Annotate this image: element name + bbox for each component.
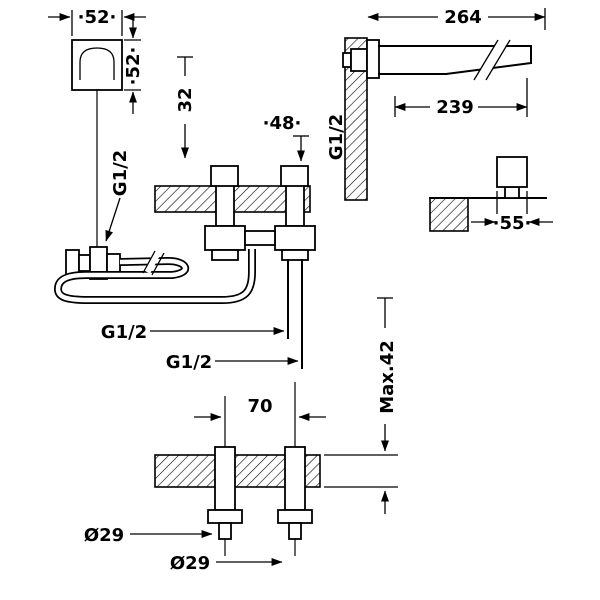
right-lower-stem (288, 522, 302, 540)
handle-square-side (496, 156, 528, 188)
left-inlet-thread-label: G1/2 (101, 322, 147, 343)
in-wall-body (350, 48, 368, 72)
left-valve-body (204, 225, 246, 251)
dim-spout-connection: G1/2 (105, 150, 131, 242)
dim-hole-diameter-left: Ø29 (84, 525, 213, 546)
deck-corner-hatch (429, 197, 469, 232)
spout-side-view: 264 239 G1/2 (326, 7, 546, 201)
spout-break-marks (473, 39, 511, 81)
dim-hole-diameter-left-label: Ø29 (84, 525, 124, 546)
dim-spout-projection: 239 (394, 78, 528, 118)
dim-handle-side-width-label: ·55· (493, 213, 532, 234)
left-mounting-stem (214, 446, 236, 511)
dim-spout-height-label: ·52· (123, 47, 144, 86)
dim-handle-side-width: ·55· (471, 191, 553, 234)
right-mounting-nut (277, 509, 313, 524)
hose-break-gap (143, 248, 163, 274)
spout-front-view: ·52· ·52· G1/2 (48, 7, 256, 304)
dim-hole-diameter-right-label: Ø29 (170, 553, 210, 574)
left-valve-stem (215, 183, 235, 227)
dim-handle-height: 32 (173, 56, 196, 159)
dim-hole-spacing-label: 70 (247, 396, 272, 417)
handle-side-view: ·55· (429, 156, 553, 234)
dim-hole-diameter-right: Ø29 (170, 553, 283, 574)
right-valve-stem (285, 183, 305, 227)
dim-spout-width: ·52· (48, 7, 146, 36)
left-valve-base (211, 249, 239, 261)
dim-left-inlet-thread: G1/2 (101, 322, 285, 343)
right-handle (280, 165, 309, 187)
right-mounting-stem (284, 446, 306, 511)
dim-spout-width-label: ·52· (78, 7, 117, 28)
wall-section-hatch (344, 37, 368, 201)
dim-max-deck-thickness: Max.42 (324, 297, 398, 514)
dim-spout-total-length-label: 264 (444, 7, 482, 28)
right-inlet-thread-label: G1/2 (166, 352, 212, 373)
hose-break-marks (142, 250, 165, 276)
dim-handle-width-label: ·48· (263, 113, 302, 134)
spout-aperture-curve (79, 47, 115, 80)
in-wall-stub (342, 52, 352, 68)
dim-spout-projection-label: 239 (436, 97, 474, 118)
mixer-front-view: 32 ·48· G1/2 G1/2 (101, 56, 316, 373)
left-mounting-nut (207, 509, 243, 524)
wall-connection-thread-label: G1/2 (326, 114, 347, 160)
dim-spout-height: ·52· (123, 16, 144, 114)
left-lower-stem (218, 522, 232, 540)
handle-stem-side (504, 186, 520, 199)
left-handle (210, 165, 239, 187)
spout-connection-label: G1/2 (110, 150, 131, 196)
dim-handle-width: ·48· (263, 113, 309, 162)
flexible-hose (53, 248, 256, 304)
dim-handle-height-label: 32 (175, 87, 196, 112)
right-valve-base (281, 249, 309, 261)
dim-max-deck-thickness-label: Max.42 (377, 340, 398, 414)
spout-body (378, 37, 533, 83)
deck-section-view: 70 Max.42 Ø29 Ø29 (84, 297, 398, 574)
right-valve-body (274, 225, 316, 251)
dim-right-inlet-thread: G1/2 (166, 352, 299, 373)
spout-flange (366, 39, 380, 79)
dim-spout-total-length: 264 (367, 7, 546, 30)
manifold (244, 230, 276, 246)
dim-hole-spacing: 70 (194, 396, 326, 421)
